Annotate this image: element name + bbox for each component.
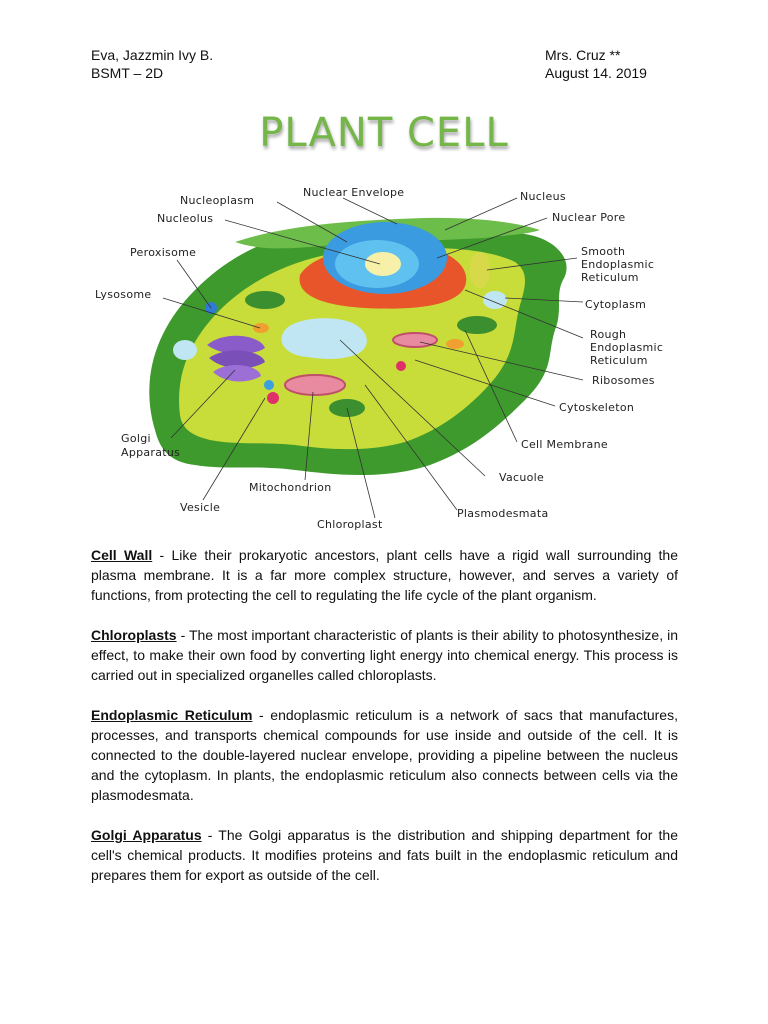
label-lysosome: Lysosome — [95, 288, 151, 301]
teacher-name: Mrs. Cruz ** — [545, 47, 621, 63]
paragraph-endoplasmic-reticulum: Endoplasmic Reticulum - endoplasmic reti… — [91, 705, 678, 805]
student-name: Eva, Jazzmin Ivy B. — [91, 47, 214, 63]
page-title: PLANT CELL — [259, 110, 509, 156]
label-cytoplasm: Cytoplasm — [585, 298, 646, 311]
term-endoplasmic-reticulum: Endoplasmic Reticulum — [91, 707, 253, 723]
term-golgi-apparatus: Golgi Apparatus — [91, 827, 202, 843]
label-rough-er-2: Endoplasmic — [590, 341, 663, 354]
label-chloroplast: Chloroplast — [317, 518, 383, 531]
label-smooth-er-1: Smooth — [581, 245, 625, 258]
term-cell-wall: Cell Wall — [91, 547, 153, 563]
label-cytoskeleton: Cytoskeleton — [559, 401, 634, 414]
text-cell-wall: - Like their prokaryotic ancestors, plan… — [91, 547, 678, 603]
label-nucleoplasm: Nucleoplasm — [180, 194, 254, 207]
vacuole-shape — [281, 318, 367, 359]
paragraph-cell-wall: Cell Wall - Like their prokaryotic ances… — [91, 545, 678, 605]
label-peroxisome: Peroxisome — [130, 246, 196, 259]
label-nuclear-pore: Nuclear Pore — [552, 211, 625, 224]
text-chloroplasts: - The most important characteristic of p… — [91, 627, 678, 683]
label-smooth-er-3: Reticulum — [581, 271, 639, 284]
header-right: Mrs. Cruz ** August 14. 2019 — [545, 46, 647, 82]
label-golgi-2: Apparatus — [121, 446, 180, 459]
smooth-er-shape — [470, 252, 490, 288]
golgi-shape — [207, 335, 265, 382]
lysosome-shape — [205, 302, 217, 314]
label-vesicle: Vesicle — [180, 501, 220, 514]
chloroplast-shape — [245, 291, 285, 309]
term-chloroplasts: Chloroplasts — [91, 627, 177, 643]
label-rough-er-1: Rough — [590, 328, 626, 341]
label-golgi-1: Golgi — [121, 432, 151, 445]
nucleolus-shape — [365, 252, 401, 276]
paragraph-chloroplasts: Chloroplasts - The most important charac… — [91, 625, 678, 685]
label-vacuole: Vacuole — [499, 471, 544, 484]
text-golgi-apparatus: - The Golgi apparatus is the distributio… — [91, 827, 678, 883]
label-cell-membrane: Cell Membrane — [521, 438, 608, 451]
mitochondrion-shape — [284, 374, 346, 396]
plant-cell-diagram: Nucleoplasm Nuclear Envelope Nucleus Nuc… — [95, 186, 663, 531]
label-ribosomes: Ribosomes — [592, 374, 655, 387]
class-section: BSMT – 2D — [91, 65, 164, 81]
paragraph-golgi-apparatus: Golgi Apparatus - The Golgi apparatus is… — [91, 825, 678, 885]
text-endoplasmic-reticulum: - endoplasmic reticulum is a network of … — [91, 707, 678, 803]
label-nucleus: Nucleus — [520, 190, 566, 203]
label-smooth-er-2: Endoplasmic — [581, 258, 654, 271]
document-date: August 14. 2019 — [545, 65, 647, 81]
label-nucleolus: Nucleolus — [157, 212, 213, 225]
header-left: Eva, Jazzmin Ivy B. BSMT – 2D — [91, 46, 213, 82]
label-nuclear-envelope: Nuclear Envelope — [303, 186, 404, 199]
label-rough-er-3: Reticulum — [590, 354, 648, 367]
label-plasmodesmata: Plasmodesmata — [457, 507, 549, 520]
label-mitochondrion: Mitochondrion — [249, 481, 331, 494]
